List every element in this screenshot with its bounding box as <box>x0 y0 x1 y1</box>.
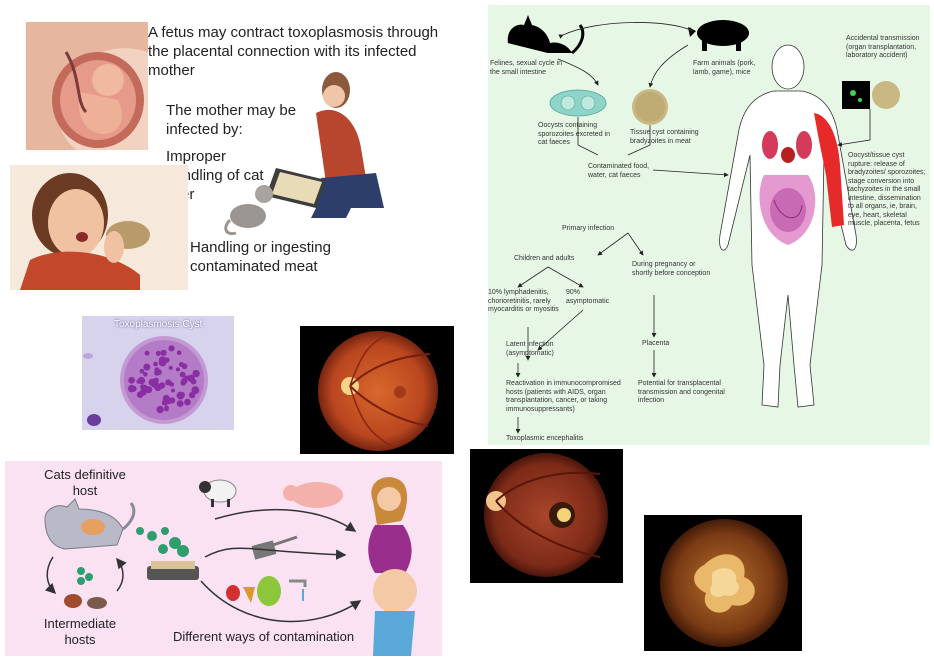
potential-text: Potential for transplacental transmissio… <box>638 380 725 404</box>
cyst-granule <box>153 361 158 367</box>
primary-infection-text: Primary infection <box>562 225 615 232</box>
fetus-illustration <box>26 22 148 150</box>
rupture-text: Oocyst/tissue cyst rupture: release of b… <box>848 152 926 227</box>
cyst-granule <box>139 388 147 396</box>
cyst-photo: Toxoplasmosis Cyst <box>82 316 234 430</box>
tissue-cyst-text: Tissue cyst containing bradyzoites in me… <box>630 129 699 145</box>
oocyst-illustration <box>549 89 607 117</box>
cyst-granule <box>162 394 170 402</box>
cyst-granule <box>191 386 200 395</box>
cyst-granule <box>144 350 150 356</box>
cyst-label: Toxoplasmosis Cyst <box>114 319 203 330</box>
cyst-granule <box>184 398 191 406</box>
mother-text: The mother may be infected by: <box>166 102 297 138</box>
micrograph-fluorescent <box>842 81 870 109</box>
cyst-granule <box>158 356 167 365</box>
cyst-granule <box>168 365 173 370</box>
cyst-micrograph <box>82 316 234 430</box>
pig-icon <box>291 482 343 508</box>
corn-icon <box>243 587 255 603</box>
children-text: Children and adults <box>514 255 575 262</box>
heart-illustration <box>781 147 795 163</box>
contamination-graphics <box>44 477 417 656</box>
cyst-granule <box>128 376 135 384</box>
cyst-granule <box>187 374 195 382</box>
latent-text: Latent infection (asymptomatic) <box>506 341 554 357</box>
cyst-granule <box>152 377 159 384</box>
cyst-granule <box>168 345 175 352</box>
mouse-icon <box>87 597 107 609</box>
human-body-outline <box>719 44 857 408</box>
lifecycle-graphics <box>507 15 900 434</box>
meat-text: Handling or ingesting contaminated meat <box>190 239 331 275</box>
farm-animals-text: Farm animals (pork, lamb, game), mice <box>693 60 756 76</box>
micrograph-cyst <box>872 81 900 109</box>
placenta-text: Placenta <box>642 340 670 347</box>
oocyst-dots-icon <box>77 527 189 585</box>
cyst-granule <box>160 349 167 356</box>
cyst-granule <box>137 376 146 385</box>
oocysts-text: Oocysts containing sporozoites excreted … <box>538 122 610 146</box>
lung-illustration <box>762 131 778 159</box>
litter-box-icon <box>147 566 199 580</box>
cyst-granule <box>190 393 196 399</box>
cyst-granule <box>192 369 200 378</box>
fundus-photo-lesion <box>470 449 623 583</box>
felines-text: Felines, sexual cycle in the small intes… <box>490 60 562 76</box>
cyst-granule <box>156 405 164 414</box>
intermediate-hosts-text: Intermediate hosts <box>43 616 117 647</box>
cyst-granule <box>179 371 186 378</box>
woman-eating-illustration <box>10 165 188 290</box>
cyst-granule <box>142 371 148 377</box>
cats-host-text: Cats definitive host <box>44 467 126 498</box>
cyst-granule <box>127 384 136 393</box>
fundus-photo-normal <box>300 326 454 454</box>
cyst-granule <box>181 363 188 370</box>
cyst-granule <box>143 363 151 371</box>
cyst-granule <box>158 382 166 389</box>
cyst-granule <box>176 400 184 407</box>
tap-icon <box>289 579 307 587</box>
cyst-granule <box>175 367 180 372</box>
accidental-text: Accidental transmission (organ transplan… <box>846 35 920 59</box>
ways-text: Different ways of contamination <box>173 629 355 644</box>
pig-icon <box>697 20 749 46</box>
bird-icon <box>64 594 82 608</box>
cyst-granule <box>169 382 175 387</box>
contaminated-text: Contaminated food, water, cat faeces <box>588 163 650 179</box>
cyst-granule <box>179 392 186 398</box>
pregnant-woman-illustration <box>368 477 417 656</box>
cyst-granule <box>154 370 160 376</box>
cyst-granule <box>139 368 145 374</box>
cyst-granule <box>176 350 182 356</box>
woman-litter-illustration <box>224 72 384 236</box>
lettuce-icon <box>257 576 281 606</box>
contamination-panel: Cats definitive host Intermediate hosts … <box>5 461 442 656</box>
fetus-text: A fetus may contract toxoplasmosis throu… <box>148 24 439 79</box>
tomato-icon <box>226 585 240 601</box>
lifecycle-panel: Felines, sexual cycle in the small intes… <box>488 5 930 445</box>
cyst-granule <box>171 388 176 393</box>
cyst-granule <box>155 350 161 356</box>
reactivation-text: Reactivation in immunocompromised hosts … <box>506 380 621 413</box>
asymptomatic-text: 90% asymptomatic <box>566 289 610 305</box>
cyst-granule <box>164 406 169 412</box>
cyst-granule <box>181 377 188 385</box>
fundus-photo-scar <box>644 515 802 651</box>
lymph-text: 10% lymphadenitis, chorioretinitis, rare… <box>488 289 559 313</box>
muscle-illustration <box>814 113 844 227</box>
intro-panel: A fetus may contract toxoplasmosis throu… <box>10 8 480 290</box>
encephalitis-text: Toxoplasmic encephalitis <box>506 435 584 442</box>
pregnancy-text: During pregnancy or shortly before conce… <box>632 261 711 277</box>
